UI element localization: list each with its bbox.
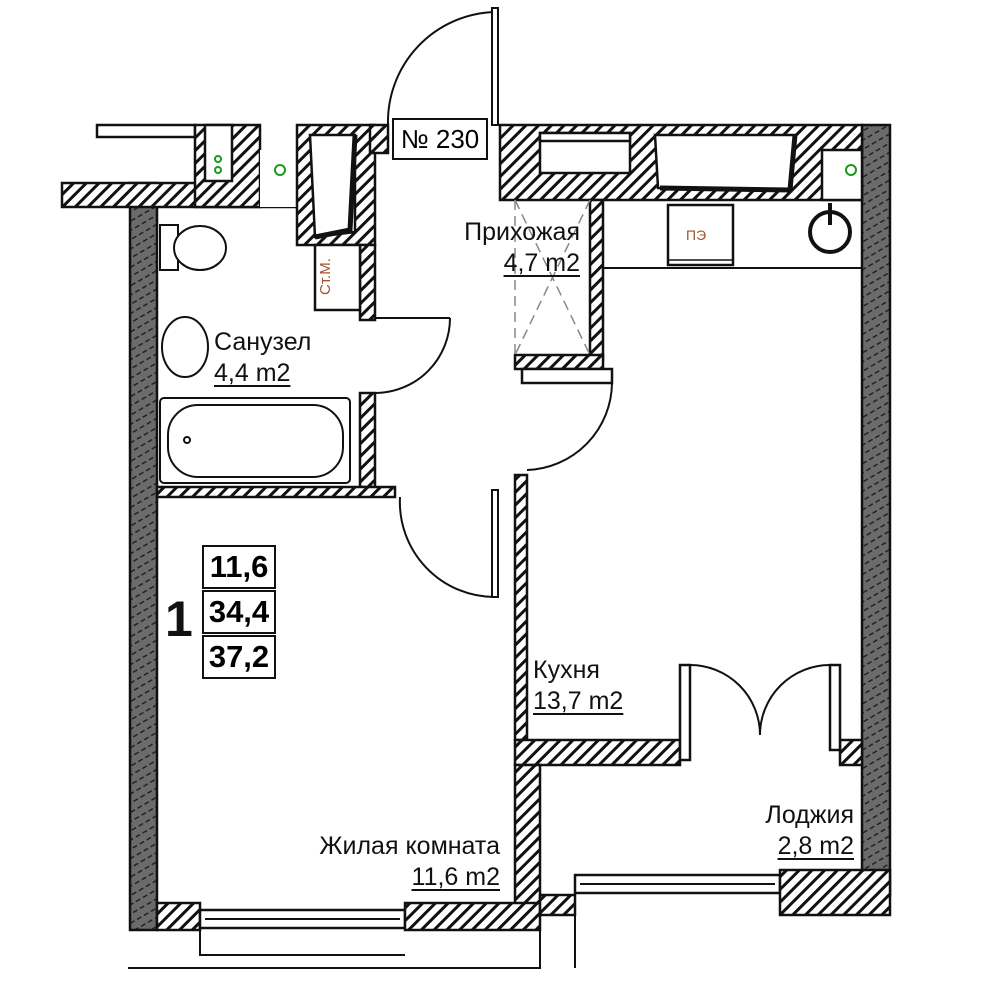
room-name: Лоджия xyxy=(765,801,854,829)
kitchen-label: Кухня 13,7 m2 xyxy=(533,658,623,714)
bathroom-label: Санузел 4,4 m2 xyxy=(214,330,311,386)
room-area: 4,7 m2 xyxy=(503,249,580,277)
riser-icon xyxy=(214,155,222,163)
area-living: 11,6 xyxy=(202,545,276,589)
area-total: 37,2 xyxy=(202,635,276,679)
living-room-label: Жилая комната 11,6 m2 xyxy=(270,834,500,890)
exterior-wall-right xyxy=(860,123,892,897)
rooms-count: 1 xyxy=(165,591,193,647)
room-area: 13,7 m2 xyxy=(533,687,624,715)
hallway-label: Прихожая 4,7 m2 xyxy=(420,220,580,276)
area-total-no-loggia: 34,4 xyxy=(202,590,276,634)
room-name: Кухня xyxy=(533,656,600,684)
loggia-label: Лоджия 2,8 m2 xyxy=(690,803,854,859)
bathtub-icon xyxy=(159,397,351,484)
toilet-icon xyxy=(159,224,227,271)
room-name: Прихожая xyxy=(464,218,580,246)
room-name: Жилая комната xyxy=(319,832,500,860)
room-area: 2,8 m2 xyxy=(777,832,854,860)
room-area: 11,6 m2 xyxy=(411,863,500,891)
stove-label: ПЭ xyxy=(686,227,707,243)
exterior-wall-left xyxy=(128,181,159,932)
room-name: Санузел xyxy=(214,328,312,356)
room-area: 4,4 m2 xyxy=(214,359,291,387)
riser-label: Ст.М. xyxy=(317,258,334,295)
apartment-number: № 230 xyxy=(392,118,488,160)
washbasin-icon xyxy=(161,316,209,378)
